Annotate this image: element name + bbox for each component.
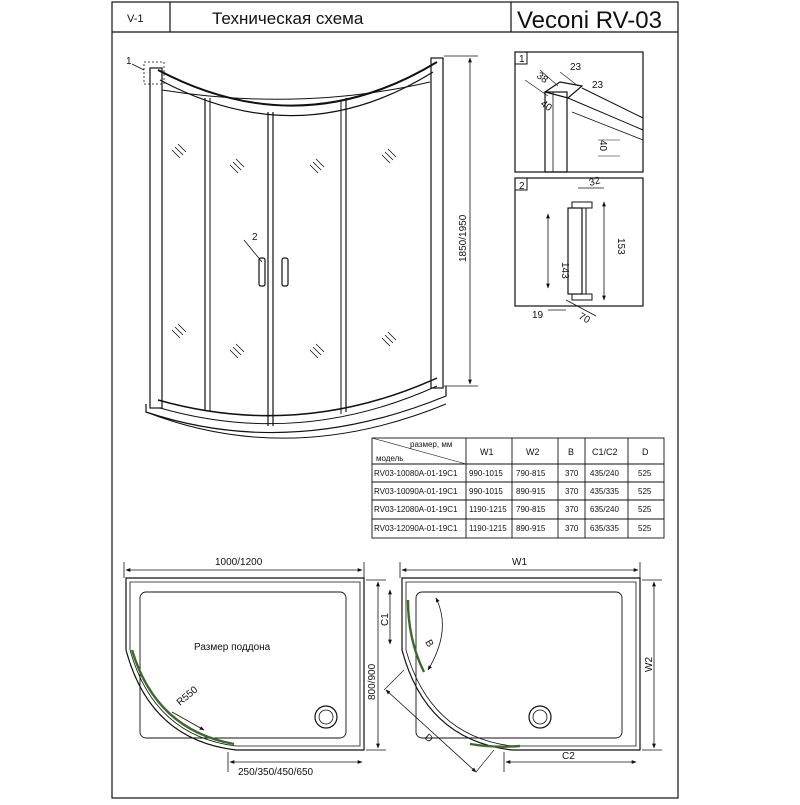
table-header-top: размер, мм xyxy=(410,440,452,449)
sheet-code: V-1 xyxy=(127,13,144,25)
glass-reflection-marks xyxy=(171,143,397,359)
detail-1-dim-40b: 40 xyxy=(597,140,608,152)
table-cell: 370 xyxy=(565,505,579,514)
detail-2-dim-70: 70 xyxy=(577,311,593,326)
callout-2: 2 xyxy=(252,232,258,243)
detail-1-dim-38: 38 xyxy=(534,70,550,86)
table-cell: 790-815 xyxy=(516,505,546,514)
tray-radius-dim: R550 xyxy=(175,684,201,708)
detail-1-dim-23a: 23 xyxy=(570,62,582,73)
table-cell: 435/240 xyxy=(590,469,619,478)
detail-2-label: 2 xyxy=(519,181,525,192)
plan-c1-dim: C1 xyxy=(380,613,391,626)
table-row: RV03-10080A-01-19C1 990-1015 790-815 370… xyxy=(374,469,652,478)
sizes-table xyxy=(371,437,665,539)
table-cell: 370 xyxy=(565,469,579,478)
detail-1-panel xyxy=(514,51,644,173)
col-w2: W2 xyxy=(526,447,540,457)
shower-front-view xyxy=(131,57,447,439)
plan-b-dim: B xyxy=(422,638,435,650)
table-cell: 990-1015 xyxy=(469,469,503,478)
enclosure-plan-view xyxy=(383,562,662,773)
detail-1-dim-40a: 40 xyxy=(538,98,554,114)
table-cell: 1190-1215 xyxy=(469,524,507,533)
table-cell: RV03-10090A-01-19C1 xyxy=(374,487,458,496)
table-cell: 790-815 xyxy=(516,469,546,478)
table-cell: 435/335 xyxy=(590,487,619,496)
tray-size-label: Размер поддона xyxy=(194,642,271,653)
table-row: RV03-12080A-01-19C1 1190-1215 790-815 37… xyxy=(374,505,652,514)
table-cell: 635/335 xyxy=(590,524,619,533)
table-row: RV03-12090A-01-19C1 1190-1215 890-915 37… xyxy=(374,524,652,533)
table-cell: 890-915 xyxy=(516,487,546,496)
table-cell: 525 xyxy=(638,469,652,478)
table-cell: 370 xyxy=(565,524,579,533)
col-d: D xyxy=(642,447,649,457)
table-cell: RV03-12080A-01-19C1 xyxy=(374,505,458,514)
col-b: B xyxy=(568,447,574,457)
table-cell: 990-1015 xyxy=(469,487,503,496)
table-row: RV03-10090A-01-19C1 990-1015 890-915 370… xyxy=(374,487,652,496)
plan-d-dim: D xyxy=(422,732,435,745)
detail-2-dim-32: 32 xyxy=(588,175,602,189)
model-name: Veconi RV-03 xyxy=(517,7,662,34)
table-cell: 525 xyxy=(638,505,652,514)
detail-2-dim-143: 143 xyxy=(559,262,570,279)
table-cell: 635/240 xyxy=(590,505,619,514)
callout-1: 1 xyxy=(126,56,132,67)
table-cell: 525 xyxy=(638,524,652,533)
sheet-frame xyxy=(111,1,679,799)
sheet-title: Техническая схема xyxy=(212,9,364,28)
door-open-curve-accent xyxy=(406,599,426,673)
tray-depth-dim: 800/900 xyxy=(367,663,378,700)
detail-1-dim-23b: 23 xyxy=(592,80,604,91)
door-bottom-curve-accent xyxy=(469,742,521,748)
table-cell: 525 xyxy=(638,487,652,496)
height-dimension xyxy=(444,55,478,387)
table-cell: 370 xyxy=(565,487,579,496)
table-cell: RV03-12090A-01-19C1 xyxy=(374,524,458,533)
col-c1c2: C1/C2 xyxy=(592,447,618,457)
detail-2-panel xyxy=(514,177,644,317)
tray-plan-view xyxy=(123,562,386,772)
tray-bottom-dim: 250/350/450/650 xyxy=(238,767,314,778)
table-cell: 1190-1215 xyxy=(469,505,507,514)
detail-1-label: 1 xyxy=(519,54,525,65)
table-cell: RV03-10080A-01-19C1 xyxy=(374,469,458,478)
col-w1: W1 xyxy=(480,447,494,457)
height-dim-label: 1850/1950 xyxy=(458,214,469,262)
table-cell: 890-915 xyxy=(516,524,546,533)
detail-2-dim-153: 153 xyxy=(615,238,626,255)
plan-w2-dim: W2 xyxy=(644,657,655,672)
tray-curve-accent xyxy=(130,649,235,746)
plan-w1-dim: W1 xyxy=(512,557,527,568)
plan-c2-dim: C2 xyxy=(562,751,575,762)
tray-width-dim: 1000/1200 xyxy=(215,557,263,568)
table-header-left: модель xyxy=(376,454,403,463)
detail-2-dim-19: 19 xyxy=(532,310,544,321)
